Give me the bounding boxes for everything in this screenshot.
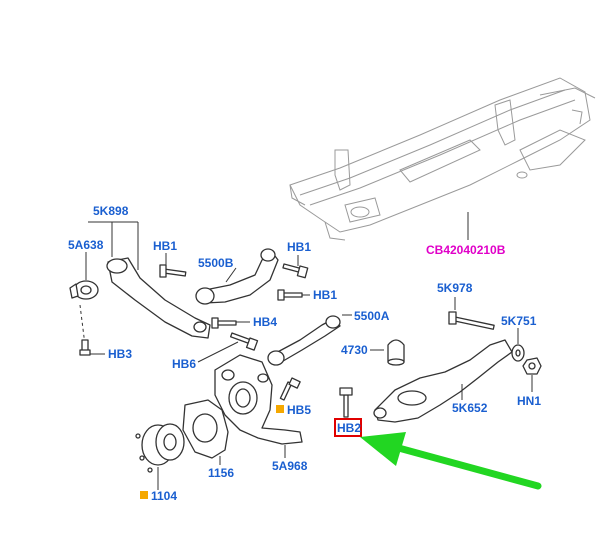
bolt-hb1-right	[282, 263, 309, 279]
bolt-hb6-leader	[197, 341, 239, 363]
subframe-outline	[289, 77, 596, 241]
bolt-hb1-mid	[277, 289, 303, 301]
arm-5k898-leader	[88, 221, 139, 270]
bolt-hb1-left	[159, 264, 187, 278]
bolt-hb4	[211, 317, 237, 329]
link-5500b-label: 5500B	[198, 256, 234, 270]
hub-1104-label: 1104	[151, 489, 177, 503]
arm-5k652-label: 5K652	[452, 401, 488, 415]
link-5500a	[267, 315, 341, 366]
bolt-hb5-label: HB5	[287, 403, 311, 417]
hb2-highlight-box	[334, 418, 362, 437]
bolt-hb1-right-label: HB1	[287, 240, 311, 254]
bushing-5a638-label: 5A638	[68, 238, 104, 252]
shield-1156	[182, 399, 229, 459]
bump-stop-4730-label: 4730	[341, 343, 368, 357]
hub-1104	[135, 423, 185, 473]
trailing-arm-5k898	[106, 257, 211, 339]
subframe-label: CB42040210B	[426, 243, 506, 257]
bushing-5k751-label: 5K751	[501, 314, 537, 328]
bolt-hb3-label: HB3	[108, 347, 132, 361]
hub-1104-note-square-icon	[140, 491, 148, 499]
bolt-hb5	[279, 377, 301, 401]
link-5500a-label: 5500A	[354, 309, 390, 323]
bolt-hb2-label: HB2	[337, 421, 361, 435]
link-5500b	[195, 248, 279, 305]
bolt-hb3	[79, 304, 91, 356]
knuckle-5a968	[214, 354, 303, 445]
knuckle-5a968-label: 5A968	[272, 459, 308, 473]
bolt-hb1-mid-label: HB1	[313, 288, 337, 302]
bolt-hb6	[229, 332, 259, 351]
nut-hn1-label: HN1	[517, 394, 541, 408]
bolt-5k978	[448, 311, 495, 330]
bolt-hb2	[339, 387, 353, 418]
bushing-5a638	[69, 280, 99, 300]
nut-hn1	[522, 357, 542, 375]
bolt-hb6-label: HB6	[172, 357, 196, 371]
bushing-5k751	[511, 344, 525, 362]
arm-5k898-label: 5K898	[93, 204, 129, 218]
lower-arm-5k652	[373, 339, 513, 423]
bolt-hb4-label: HB4	[253, 315, 277, 329]
green-arrow-icon	[360, 432, 542, 490]
shield-1156-label: 1156	[208, 466, 234, 480]
bump-stop-4730	[387, 339, 405, 366]
bolt-hb1-left-label: HB1	[153, 239, 177, 253]
link-5500b-leader	[225, 267, 237, 283]
hb5-note-square-icon	[276, 405, 284, 413]
bolt-5k978-label: 5K978	[437, 281, 473, 295]
